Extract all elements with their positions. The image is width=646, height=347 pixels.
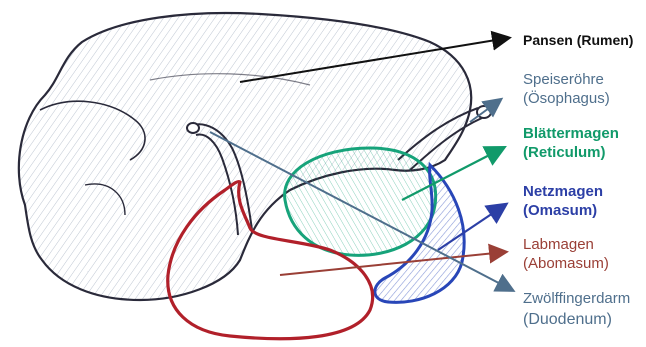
label-abomasum-latin: (Abomasum)	[523, 254, 609, 273]
label-rumen: Pansen (Rumen)	[523, 31, 633, 50]
label-oesophagus-latin: (Ösophagus)	[523, 89, 610, 108]
label-omasum-latin: (Omasum)	[523, 201, 597, 220]
label-omasum-name: Netzmagen	[523, 182, 603, 201]
label-duodenum-latin: (Duodenum)	[523, 310, 612, 329]
label-reticulum-name: Blättermagen	[523, 124, 619, 143]
label-abomasum-name: Labmagen	[523, 235, 594, 254]
label-reticulum-latin: (Reticulum)	[523, 143, 606, 162]
label-duodenum-name: Zwölffingerdarm	[523, 289, 630, 308]
abomasum-arrow	[280, 252, 505, 275]
label-oesophagus-name: Speiseröhre	[523, 70, 604, 89]
